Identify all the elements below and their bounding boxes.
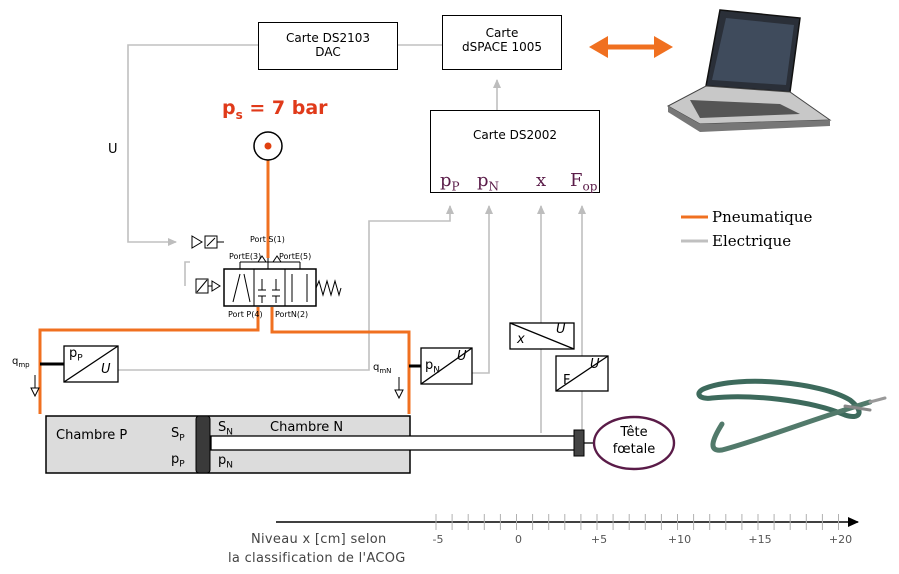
- scale-tick-label: +5: [587, 533, 611, 546]
- card-ds2103-title: Carte DS2103: [259, 31, 397, 45]
- forceps-icon: [699, 381, 885, 450]
- foetal-head-line2: fœtale: [604, 441, 664, 458]
- signal-pP: pP: [440, 170, 460, 194]
- sensor-x-u: U: [556, 322, 566, 337]
- signal-x: x: [536, 170, 546, 191]
- bidirectional-arrow: [589, 36, 673, 58]
- scale-tick-label: +20: [829, 533, 853, 546]
- scale-title-line1: Niveau x [cm] selon: [251, 532, 387, 547]
- port-e5-label: PortE(5): [279, 252, 311, 261]
- sensor-F-label: F: [563, 373, 570, 388]
- section-sP-label: SP: [171, 426, 185, 444]
- port-n-label: PortN(2): [275, 310, 308, 319]
- pipe-chamber-n: [272, 307, 409, 414]
- scale-tick-label: -5: [426, 533, 450, 546]
- port-s-label: Port S(1): [250, 235, 285, 244]
- piston: [196, 416, 210, 473]
- pressure-pP-label: pP: [171, 452, 185, 470]
- legend-electric-label: Electrique: [712, 232, 791, 250]
- foetal-head-label: Tête fœtale: [604, 424, 664, 458]
- scale-tick-label: 0: [507, 533, 531, 546]
- sensor-F-u: U: [590, 357, 600, 372]
- card-dspace-subtitle: dSPACE 1005: [443, 40, 561, 54]
- wire-pP: [118, 206, 450, 370]
- card-ds2103: Carte DS2103 DAC: [258, 22, 398, 70]
- sensor-x-label: x: [517, 332, 525, 347]
- wire-pN: [472, 206, 489, 373]
- sensor-pP-u: U: [101, 362, 111, 377]
- scale-tick-label: +10: [668, 533, 692, 546]
- sensor-pN-label: pN: [425, 358, 440, 376]
- card-ds2103-subtitle: DAC: [259, 45, 397, 59]
- chamber-n-label: Chambre N: [270, 420, 343, 435]
- electric-wires: [118, 45, 708, 433]
- signal-pN: pN: [477, 170, 499, 194]
- card-dspace-title: Carte: [443, 26, 561, 40]
- port-e3-label: PortE(3): [229, 252, 261, 261]
- legend-pneumatic-label: Pneumatique: [712, 208, 812, 226]
- wire-u: [128, 45, 258, 242]
- acog-axis: [276, 514, 858, 530]
- sensor-pP-label: pP: [69, 346, 83, 364]
- section-sN-label: SN: [218, 420, 233, 438]
- port-p-label: Port P(4): [228, 310, 263, 319]
- scale-tick-label: +15: [748, 533, 772, 546]
- laptop-icon: [668, 10, 830, 132]
- card-dspace: Carte dSPACE 1005: [442, 15, 562, 70]
- signal-u-label: U: [108, 142, 118, 157]
- foetal-head-line1: Tête: [604, 424, 664, 441]
- card-ds2002-title: Carte DS2002: [431, 128, 599, 142]
- sensor-pN-u: U: [457, 349, 467, 364]
- pressure-source-icon: [254, 132, 282, 160]
- flow-qmn-label: qmN: [373, 362, 391, 375]
- pressure-pN-label: pN: [218, 453, 233, 471]
- signal-Fop: Fop: [570, 170, 597, 194]
- supply-pressure-label: ps = 7 bar: [222, 97, 328, 122]
- scale-title-line2: la classification de l'ACOG: [228, 551, 406, 566]
- piston-rod: [211, 436, 583, 450]
- chamber-p-label: Chambre P: [56, 428, 127, 443]
- flow-qmp-label: qmp: [12, 356, 30, 369]
- rod-end: [574, 430, 584, 456]
